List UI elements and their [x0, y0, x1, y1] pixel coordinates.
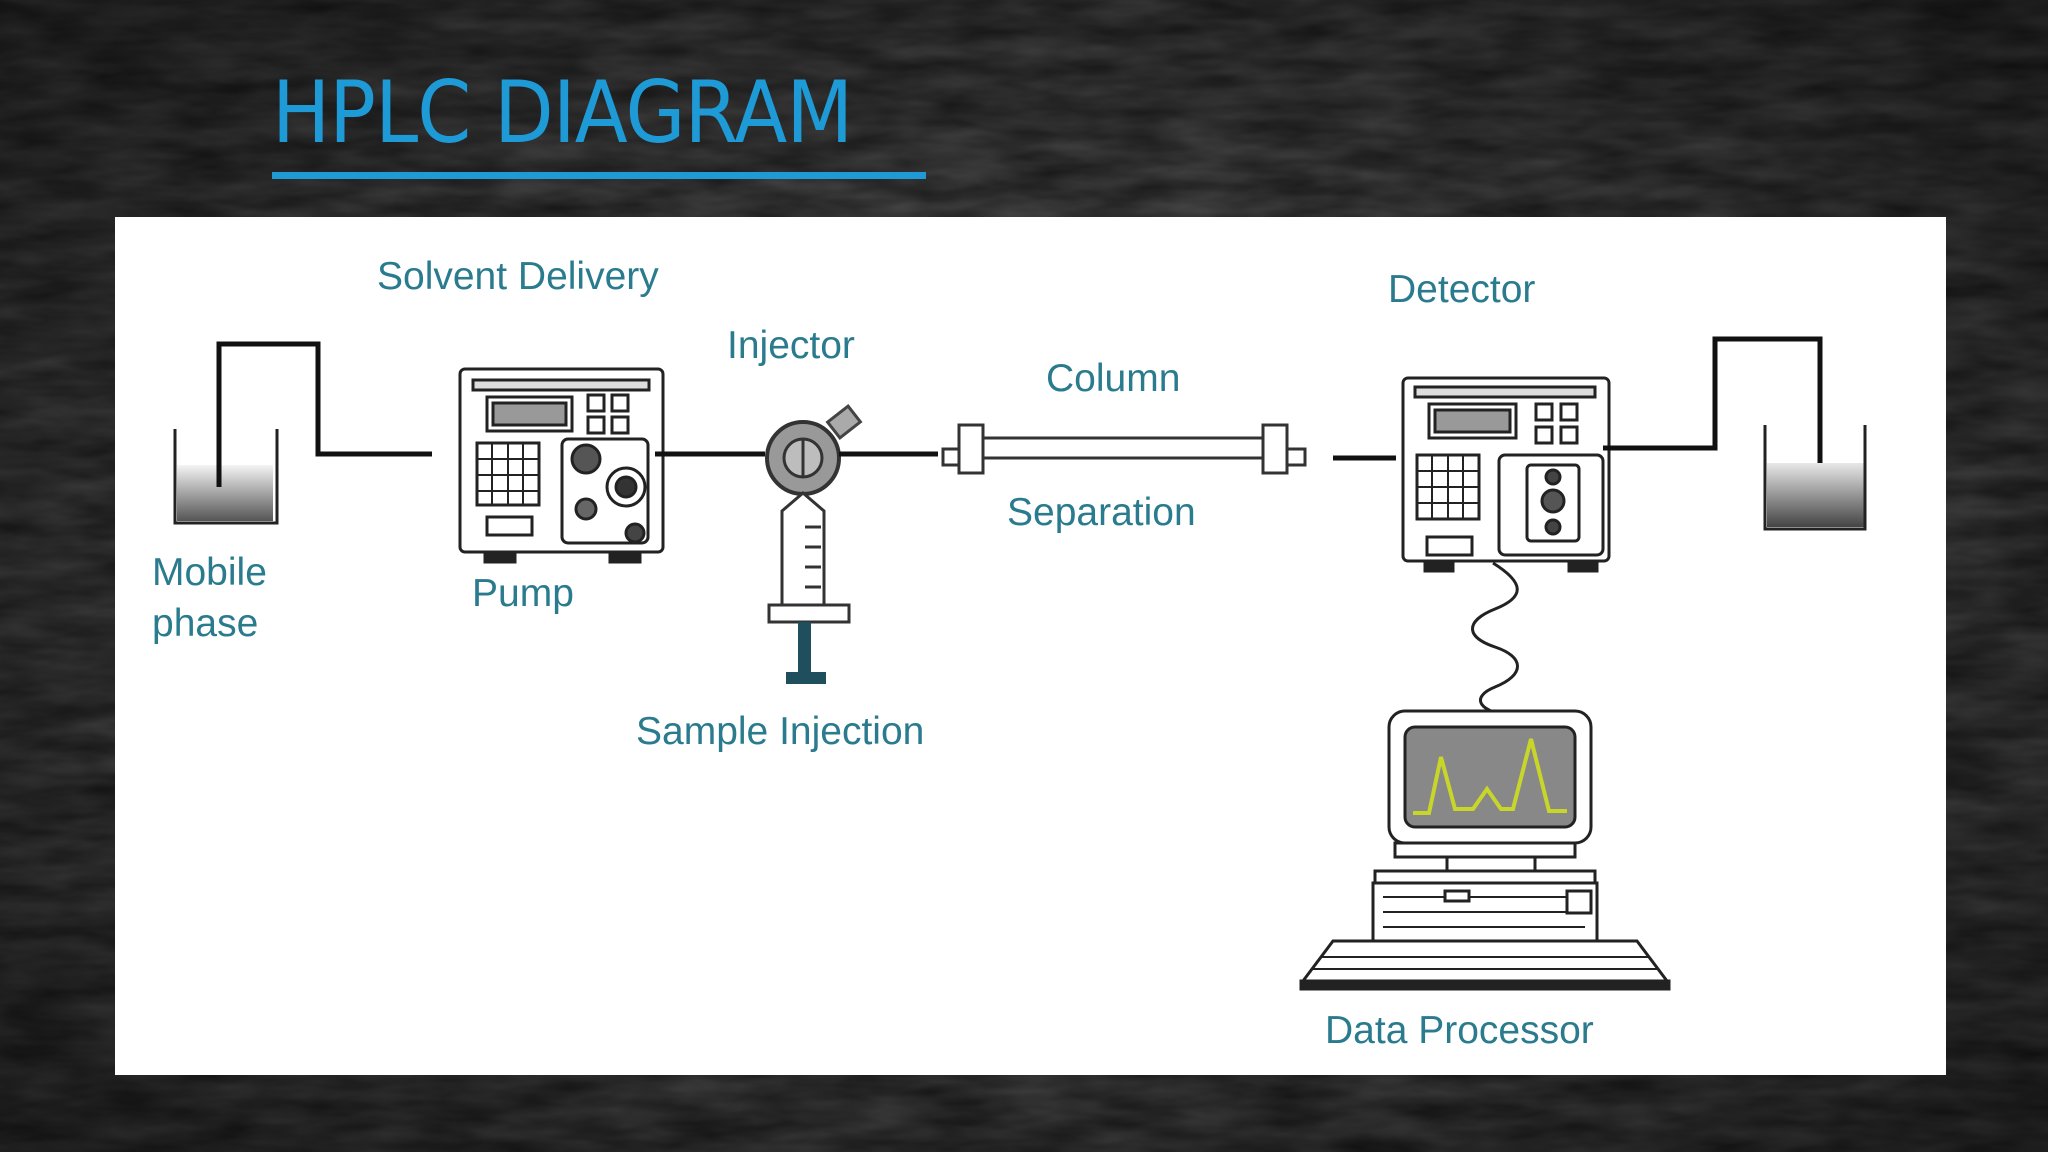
- label-injector: Injector: [727, 324, 855, 367]
- pump-unit: [458, 367, 665, 564]
- label-separation: Separation: [1007, 491, 1196, 534]
- label-pump: Pump: [472, 572, 574, 615]
- slide-title: HPLC DIAGRAM: [272, 63, 853, 163]
- waste-reservoir: [1763, 425, 1867, 531]
- detector-unit: [1401, 376, 1611, 573]
- label-detector: Detector: [1388, 268, 1535, 311]
- label-mobile-phase-line2: phase: [152, 602, 258, 645]
- hplc-diagram: Solvent Delivery Injector Column Detecto…: [152, 255, 1867, 1052]
- diagram-panel: Solvent Delivery Injector Column Detecto…: [115, 217, 1946, 1075]
- separation-column: [941, 423, 1307, 475]
- label-sample-injection: Sample Injection: [636, 710, 924, 753]
- signal-cable: [1471, 561, 1519, 719]
- sample-syringe: [767, 491, 851, 684]
- waste-tubing: [1603, 336, 1823, 482]
- label-column: Column: [1046, 357, 1180, 400]
- data-processor-computer: [1299, 709, 1671, 991]
- mobile-phase-reservoir: [173, 429, 279, 525]
- label-mobile-phase-line1: Mobile: [152, 551, 267, 594]
- label-solvent-delivery: Solvent Delivery: [377, 255, 659, 298]
- title-underline: [272, 172, 926, 179]
- injector-valve: [765, 404, 863, 496]
- label-data-processor: Data Processor: [1325, 1009, 1594, 1052]
- chromatogram-trace: [1413, 738, 1567, 815]
- inlet-tubing: [216, 341, 432, 487]
